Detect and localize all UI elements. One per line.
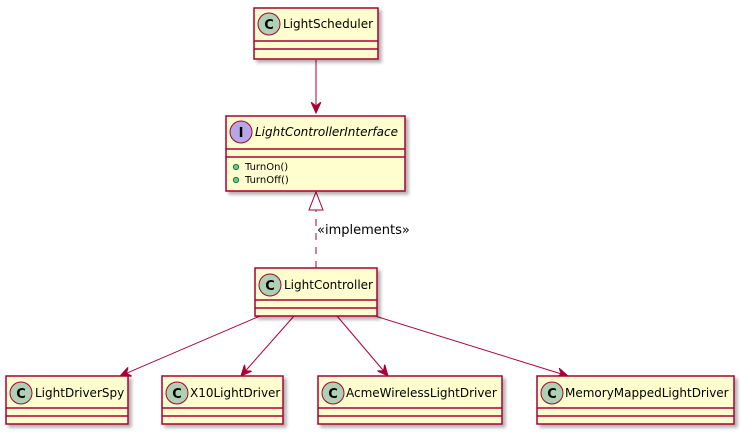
public-method-icon [232,176,240,184]
class-badge-letter: C [265,279,275,294]
class-name: LightScheduler [283,17,373,31]
realization-arrowhead [308,190,324,211]
interface-badge-icon [229,120,253,144]
class-badge-letter: C [547,387,557,402]
method-turnon: TurnOn() [244,162,288,173]
class-acmewirelesslightdriver[interactable]: C AcmeWirelessLightDriver [317,375,503,425]
method-turnoff: TurnOff() [244,175,289,186]
implements-label: «implements» [317,223,410,238]
class-badge-icon [321,381,345,405]
class-badge-icon [9,381,33,405]
edge-controller-to-acme [336,315,388,376]
class-badge-letter: C [172,387,182,402]
edge-controller-to-x10 [241,315,295,376]
class-name: MemoryMappedLightDriver [565,386,729,400]
class-badge-letter: C [328,387,338,402]
interface-lightcontrollerinterface[interactable]: I LightControllerInterface TurnOn() Turn… [225,115,406,192]
class-lightscheduler[interactable]: C LightScheduler [253,7,379,60]
class-lightcontroller[interactable]: C LightController [254,267,378,317]
interface-name: LightControllerInterface [255,125,398,139]
class-badge-icon [540,381,564,405]
class-lightdriverspy[interactable]: C LightDriverSpy [5,375,129,425]
class-name: AcmeWirelessLightDriver [346,386,497,400]
class-memorymappedlightdriver[interactable]: C MemoryMappedLightDriver [536,375,735,425]
edge-controller-to-spy [120,315,261,376]
class-badge-icon [165,381,189,405]
edge-controller-to-memory [374,315,568,376]
class-x10lightdriver[interactable]: C X10LightDriver [161,375,284,425]
class-name: X10LightDriver [190,386,280,400]
class-badge-icon [258,273,282,297]
class-badge-icon [257,12,281,36]
class-badge-letter: C [264,18,274,33]
class-name: LightDriverSpy [35,386,124,400]
class-badge-letter: C [16,387,26,402]
class-name: LightController [284,278,373,292]
public-method-icon [232,163,240,171]
edges: «implements» [120,60,568,376]
interface-badge-letter: I [239,126,244,141]
